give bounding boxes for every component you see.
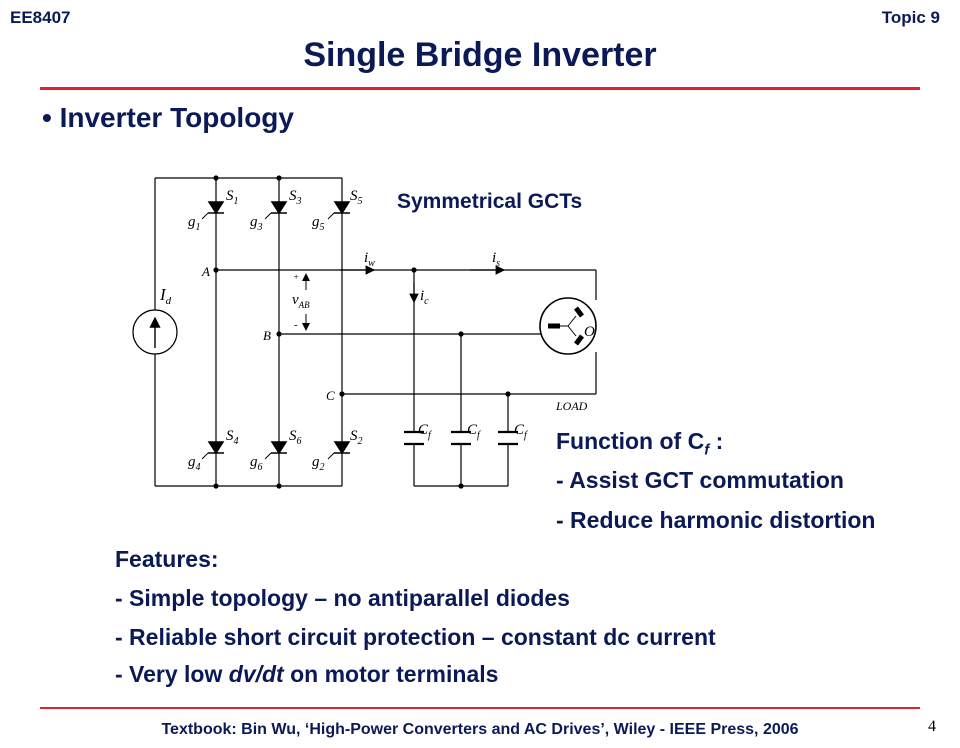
label-s1: S1 xyxy=(226,188,239,207)
function-item-2: - Reduce harmonic distortion xyxy=(556,507,876,533)
feature-item-2: - Reliable short circuit protection – co… xyxy=(115,624,716,650)
label-ic: ic xyxy=(420,288,429,307)
title-rule xyxy=(40,87,920,90)
footer-rule xyxy=(40,707,920,709)
footer-textbook: Textbook: Bin Wu, ‘High-Power Converters… xyxy=(161,721,799,738)
label-g3: g3 xyxy=(250,214,263,233)
label-s2: S2 xyxy=(350,428,363,447)
label-id: Id xyxy=(159,285,172,307)
slide-title: Single Bridge Inverter xyxy=(303,36,657,74)
function-heading: Function of Cf : xyxy=(556,428,724,459)
node-c: C xyxy=(326,388,335,403)
label-s6: S6 xyxy=(289,428,302,447)
label-is: is xyxy=(492,250,500,269)
node-b: B xyxy=(263,328,271,343)
label-s5: S5 xyxy=(350,188,363,207)
feature-item-3: - Very low dv/dt on motor terminals xyxy=(115,661,499,687)
bullet-text: Inverter Topology xyxy=(59,102,294,133)
label-g6: g6 xyxy=(250,454,263,473)
label-minus: - xyxy=(294,319,298,331)
label-cf-2: Cf xyxy=(467,422,481,441)
label-g2: g2 xyxy=(312,454,325,473)
label-plus: + xyxy=(293,272,299,282)
course-code: EE8407 xyxy=(10,8,71,27)
node-a: A xyxy=(201,264,210,279)
label-g5: g5 xyxy=(312,214,325,233)
label-cf-1: Cf xyxy=(418,422,432,441)
label-s4: S4 xyxy=(226,428,239,447)
symmetrical-gcts-note: Symmetrical GCTs xyxy=(397,190,583,213)
label-vab: vAB xyxy=(292,292,310,310)
label-g4: g4 xyxy=(188,454,201,473)
bullet-inverter-topology: • Inverter Topology xyxy=(42,102,294,133)
function-item-1: - Assist GCT commutation xyxy=(556,467,844,493)
label-cf-3: Cf xyxy=(514,422,528,441)
label-s3: S3 xyxy=(289,188,302,207)
inverter-circuit-diagram: Id S1 S3 S5 S4 S6 S2 g1 g3 g5 g4 g6 g2 A… xyxy=(132,175,597,489)
feature-item-1: - Simple topology – no antiparallel diod… xyxy=(115,585,570,611)
label-g1: g1 xyxy=(188,214,201,233)
topic-label: Topic 9 xyxy=(881,8,940,27)
label-iw: iw xyxy=(364,250,375,269)
page-number: 4 xyxy=(928,718,936,735)
label-load: LOAD xyxy=(555,399,588,413)
features-heading: Features: xyxy=(115,546,219,572)
label-motor-o: O xyxy=(584,324,595,340)
